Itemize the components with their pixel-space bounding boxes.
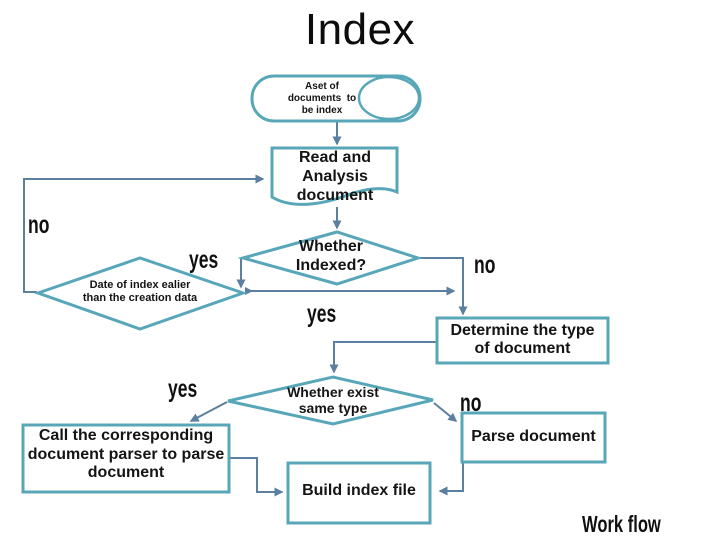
decision-date-of-index-shape xyxy=(33,256,248,331)
process-parse-document-shape xyxy=(460,411,607,464)
document-read-shape xyxy=(270,146,399,206)
workflow-caption: Work flow xyxy=(582,511,661,537)
connector-whether-indexed-no-to-determine xyxy=(419,257,468,316)
edge-label-yes-exist: yes xyxy=(168,375,198,403)
connector-determine-to-whether-exist xyxy=(329,341,437,374)
edge-label-no-indexed: no xyxy=(474,251,496,279)
connector-whether-exist-yes-to-call xyxy=(189,401,228,422)
edge-label-yes-indexed: yes xyxy=(189,246,219,274)
connector-parse-to-build xyxy=(438,463,464,496)
document-read-label: Read and Analysis document xyxy=(296,149,374,204)
decision-whether-exist-shape xyxy=(227,375,434,426)
connector-no-feedback-to-read xyxy=(23,174,265,293)
terminator-ellipse-shape xyxy=(357,75,421,121)
terminator-documents-label: Aset of documents to be index xyxy=(287,81,357,116)
slide-title: Index xyxy=(304,5,416,54)
decision-whether-indexed-shape xyxy=(237,230,423,286)
process-parse-document-label: Parse document xyxy=(471,428,596,445)
process-call-parser-label: Call the corresponding document parser t… xyxy=(27,427,225,481)
decision-whether-exist-label: Whether exist same type xyxy=(287,384,379,416)
process-call-parser-shape xyxy=(21,423,231,494)
edge-label-no-reindex: no xyxy=(28,211,50,239)
connector-call-to-build xyxy=(230,457,284,497)
decision-whether-indexed-label: Whether Indexed? xyxy=(295,238,367,274)
edge-label-no-exist: no xyxy=(460,389,482,417)
process-build-index-label: Build index file xyxy=(302,482,416,499)
decision-date-of-index-label: Date of index ealier than the creation d… xyxy=(82,279,198,304)
process-determine-type-label: Determine the type of document xyxy=(450,322,595,357)
connector-whether-exist-no-to-parse xyxy=(433,402,458,422)
edge-label-yes-date: yes xyxy=(307,300,337,328)
process-determine-type-shape xyxy=(435,316,610,365)
process-build-index-shape xyxy=(286,461,432,525)
